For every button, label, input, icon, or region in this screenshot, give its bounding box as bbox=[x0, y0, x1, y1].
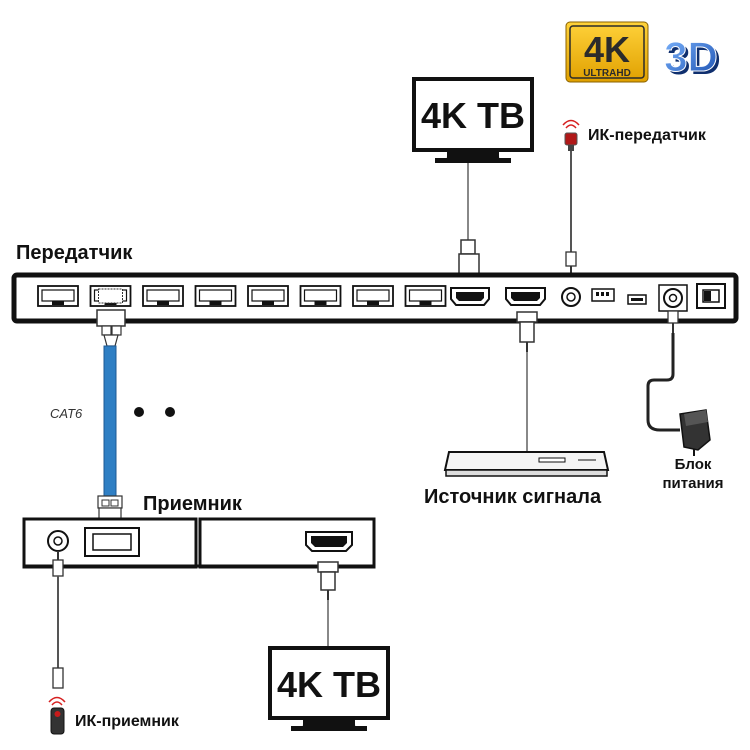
ultrahd-badge-text: ULTRAHD bbox=[583, 68, 631, 79]
transmitter-label: Передатчик bbox=[16, 242, 133, 264]
receiver-hdmi-port bbox=[305, 531, 353, 552]
rj45-port-1 bbox=[37, 285, 79, 307]
receiver-rj45-port bbox=[84, 527, 140, 557]
rj45-port-6 bbox=[299, 285, 342, 307]
rj45-port-2 bbox=[89, 285, 132, 307]
4k-badge-text: 4K bbox=[584, 29, 630, 70]
4k-ultrahd-badge: 4K ULTRAHD bbox=[565, 21, 649, 83]
power-switch bbox=[696, 283, 726, 309]
receiver-label: Приемник bbox=[143, 493, 243, 515]
hdmi-plug-receiver bbox=[317, 561, 339, 600]
hdmi-out-port bbox=[450, 287, 490, 306]
power-unit-label-line2: питания bbox=[662, 475, 723, 492]
dc-power-port bbox=[658, 284, 688, 312]
control-port bbox=[591, 288, 615, 302]
hdmi-plug-source bbox=[516, 311, 538, 352]
tv-bottom-label: 4K TB bbox=[277, 664, 381, 705]
3d-badge-text: 3D bbox=[664, 33, 718, 80]
power-unit-label-line1: Блок bbox=[675, 456, 712, 473]
tv-top-label: 4K TB bbox=[421, 95, 525, 136]
more-receivers-dots bbox=[134, 407, 175, 417]
rj45-port-4 bbox=[194, 285, 237, 307]
usb-port bbox=[627, 294, 647, 305]
3d-badge: 3D 3D bbox=[664, 33, 721, 84]
signal-source-label: Источник сигнала bbox=[424, 486, 602, 508]
3d-badge-text-shadow: 3D bbox=[667, 36, 721, 83]
ir-receiver-label: ИК-приемник bbox=[75, 713, 180, 730]
rj45-port-group bbox=[37, 285, 447, 307]
ir-transmitter-label: ИК-передатчик bbox=[588, 127, 707, 144]
power-supply bbox=[646, 310, 711, 456]
receiver-ir-port bbox=[47, 530, 69, 552]
signal-source-device bbox=[443, 451, 610, 477]
cat6-label: CAT6 bbox=[50, 406, 83, 421]
ir-receiver bbox=[48, 551, 66, 735]
rj45-port-3 bbox=[142, 285, 184, 307]
tv-bottom: 4K TB bbox=[268, 646, 390, 731]
tv-top: 4K TB bbox=[412, 77, 534, 163]
cat6-cable bbox=[96, 309, 126, 523]
hdmi-in-port bbox=[505, 287, 546, 306]
hdmi-plug-top bbox=[458, 239, 480, 275]
ir-transmitter bbox=[562, 119, 580, 276]
rj45-port-5 bbox=[247, 285, 289, 307]
rj45-port-8 bbox=[404, 285, 447, 307]
rj45-port-7 bbox=[352, 285, 394, 307]
ir-jack-port bbox=[561, 287, 581, 307]
